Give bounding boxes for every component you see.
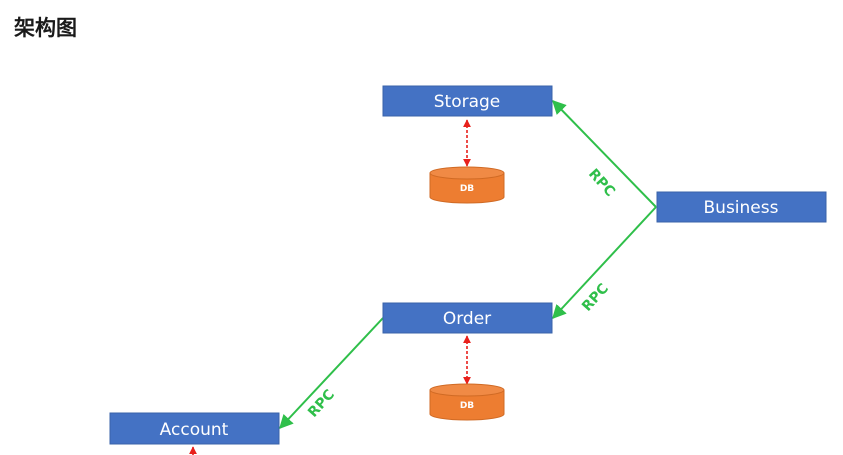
- node-order: Order: [382, 302, 553, 334]
- node-storage: Storage: [382, 85, 553, 117]
- page-title: 架构图: [14, 16, 77, 40]
- node-business-label: Business: [704, 198, 779, 218]
- rpc-label-order-account: RPC: [305, 387, 338, 421]
- db-label-order: DB: [460, 401, 474, 411]
- db-cylinder-order: DB: [429, 383, 505, 421]
- node-storage-label: Storage: [434, 92, 501, 112]
- db-cylinder-storage: DB: [429, 166, 505, 204]
- rpc-label-business-storage: RPC: [585, 166, 618, 200]
- node-order-label: Order: [443, 309, 491, 329]
- node-account-label: Account: [160, 420, 229, 440]
- rpc-edge-business-storage: [552, 99, 657, 208]
- node-business: Business: [656, 191, 827, 223]
- rpc-edge-order-account: [279, 317, 384, 430]
- rpc-edge-business-order: [552, 206, 657, 320]
- db-label-storage: DB: [460, 184, 474, 194]
- node-account: Account: [109, 412, 280, 445]
